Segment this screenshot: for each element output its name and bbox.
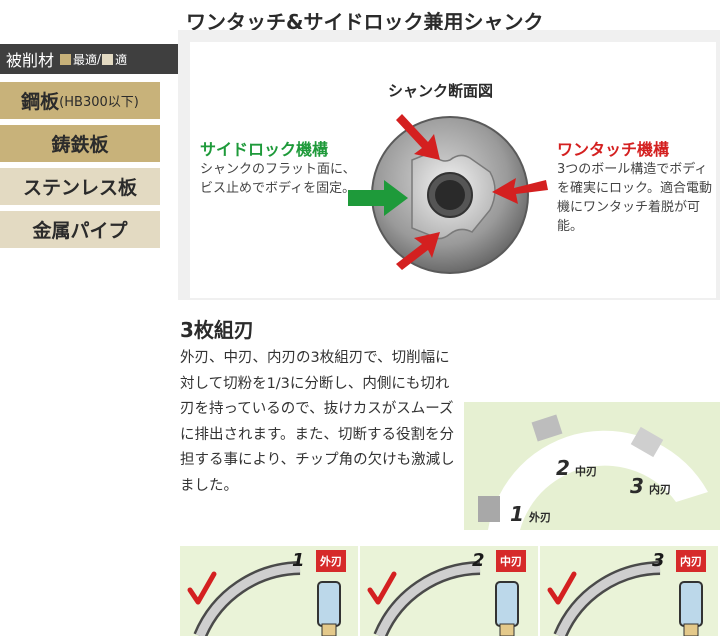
one-touch-title: ワンタッチ機構 — [557, 140, 670, 159]
step-number: 3 — [652, 550, 665, 571]
blade-ring-graphic — [464, 402, 720, 530]
material-label: 金属パイプ — [32, 220, 128, 242]
step-graphic — [547, 561, 703, 636]
shank-cross-section — [348, 114, 548, 274]
material-stainless: ステンレス板 — [0, 168, 160, 205]
step-panel-1: 1 外刃 — [180, 546, 358, 636]
shank-diagram-title: シャンク断面図 — [388, 82, 494, 100]
blade-label-3: 3 内刃 — [630, 474, 671, 498]
step-graphic — [367, 561, 519, 636]
material-cast-iron: 鋳鉄板 — [0, 125, 160, 162]
one-touch-desc: 3つのボール構造でボディを確実にロック。適合電動機にワンタッチ着脱が可能。 — [557, 162, 712, 234]
material-label: ステンレス板 — [22, 177, 137, 199]
blade-num-1: 1 — [510, 502, 524, 526]
material-header: 被削材 最適 / 適 — [0, 44, 178, 74]
blade-label-1: 1 外刃 — [510, 502, 551, 526]
blade-name-2: 中刃 — [575, 465, 598, 478]
step-graphic — [187, 561, 341, 636]
step-tag: 内刃 — [676, 550, 706, 572]
best-swatch — [60, 53, 72, 65]
blade-num-3: 3 — [630, 474, 644, 498]
legend-best: 最適 — [73, 52, 98, 67]
step-number: 2 — [472, 550, 485, 571]
blade-name-1: 外刃 — [529, 511, 552, 524]
legend-ok: 適 — [115, 52, 128, 67]
blade-label-2: 2 中刃 — [556, 456, 597, 480]
blade-name-3: 内刃 — [649, 483, 672, 496]
blade-diagram: 2 中刃 3 内刃 1 外刃 — [464, 402, 720, 530]
step-panel-2: 2 中刃 — [360, 546, 538, 636]
material-label: 鋳鉄板 — [51, 134, 109, 156]
legend-sep: / — [97, 52, 102, 66]
step-panel-3: 3 内刃 — [540, 546, 718, 636]
material-metal-pipe: 金属パイプ — [0, 211, 160, 248]
material-label: 鋼板 — [21, 91, 60, 113]
side-lock-desc: シャンクのフラット面に、ビス止めでボディを固定。 — [200, 162, 356, 196]
step-tag: 外刃 — [316, 550, 346, 572]
blade-num-2: 2 — [556, 456, 570, 480]
ok-swatch — [102, 53, 114, 65]
material-sub: (HB300以下) — [59, 95, 139, 110]
step-tag: 中刃 — [496, 550, 526, 572]
blade-description: 外刃、中刃、内刃の3枚組刃で、切削幅に対して切粉を1/3に分断し、内側にも切れ刃… — [180, 350, 455, 494]
step-number: 1 — [292, 550, 305, 571]
side-lock-title: サイドロック機構 — [200, 140, 329, 159]
blade-section-title: 3枚組刃 — [180, 318, 254, 342]
material-header-label: 被削材 — [6, 51, 55, 70]
material-steel-plate: 鋼板(HB300以下) — [0, 82, 160, 119]
